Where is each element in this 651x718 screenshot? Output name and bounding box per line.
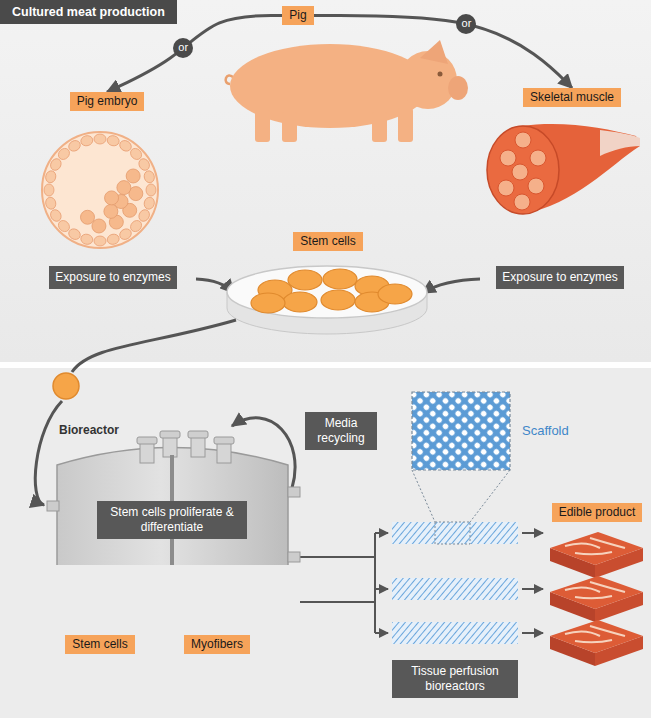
meat-slice: [550, 532, 643, 578]
port: [288, 552, 300, 562]
choice-badge: or: [456, 14, 476, 34]
process-box: Tissue perfusion bioreactors: [392, 660, 518, 698]
node-text: Stem cells proliferate & differentiate: [103, 505, 241, 535]
node-text: Tissue perfusion bioreactors: [398, 664, 512, 694]
embryo-cell: [94, 236, 106, 246]
source-label: Skeletal muscle: [523, 88, 621, 107]
part-label: Scaffold: [522, 423, 569, 438]
bioreactor-outline: [45, 415, 345, 565]
embryo-cell: [137, 157, 152, 172]
stem-cell: [378, 284, 412, 304]
inner-cell-mass: [117, 181, 131, 195]
stem-cell: [283, 292, 317, 312]
process-box: Stem cells proliferate & differentiate: [97, 501, 247, 539]
pig-embryo-figure: [42, 132, 158, 248]
pig-figure: [226, 40, 468, 142]
lid-pipe: [214, 437, 234, 444]
node-text: Myofibers: [191, 637, 243, 652]
embryo-cell: [143, 196, 156, 210]
stem-cell: [53, 373, 79, 399]
stem-cell: [323, 269, 357, 289]
node-text: Pig embryo: [77, 94, 138, 109]
embryo-cell: [94, 134, 106, 144]
embryo-cell: [44, 184, 54, 196]
node-text: Pig: [289, 8, 306, 23]
flow-arrow: [522, 533, 543, 633]
meat-slices: [550, 532, 643, 666]
lid-pipe: [163, 437, 177, 457]
embryo-cell: [49, 208, 64, 223]
embryo-cell: [44, 170, 57, 184]
flow-arrow: [107, 16, 282, 93]
embryo-cell: [80, 134, 94, 147]
title-banner: Cultured meat production: [0, 0, 177, 24]
port: [47, 501, 59, 511]
stem-cell: [288, 270, 322, 290]
process-box: Media recycling: [305, 412, 377, 450]
muscle-fascicle: [498, 180, 514, 196]
node-text: Stem cells: [300, 234, 355, 249]
bioreactor-vessel: BioreactorStem cells proliferate & diffe…: [45, 415, 300, 713]
muscle-fascicle: [512, 164, 528, 180]
muscle-fascicle: [530, 150, 546, 166]
choice-badge: or: [173, 38, 193, 58]
outflow-bracket: [300, 533, 388, 633]
embryo-cell: [106, 233, 120, 246]
stem-cell: [251, 293, 285, 313]
skeletal-muscle-figure: [487, 124, 640, 214]
lid-pipe: [137, 437, 157, 444]
node-text: Bioreactor: [59, 423, 119, 437]
vessel-body: [57, 448, 288, 566]
inner-cell-mass: [81, 210, 95, 224]
bottom-panel: [0, 368, 651, 718]
embryo-cell: [146, 184, 156, 196]
embryo-cell: [44, 196, 57, 210]
node-text: Exposure to enzymes: [55, 270, 170, 285]
muscle-fascicle: [528, 178, 544, 194]
muscle-fascicle: [514, 194, 530, 210]
product-label: Edible product: [552, 503, 643, 522]
meat-slice: [550, 620, 643, 666]
lid-pipe: [217, 443, 231, 463]
node-text: Exposure to enzymes: [502, 270, 617, 285]
inner-cell-mass: [92, 219, 106, 233]
embryo-cell: [118, 227, 133, 242]
embryo-cell: [143, 170, 156, 184]
cell-label: Stem cells: [65, 635, 134, 654]
stem-cell: [321, 290, 355, 310]
lid-pipe: [140, 443, 154, 463]
embryo-cell: [80, 233, 94, 246]
port: [288, 487, 300, 497]
node-text: Stem cells: [72, 637, 127, 652]
scaffold-detail: [412, 392, 510, 522]
lid-pipe: [188, 431, 208, 438]
flow-arrow: [422, 279, 480, 293]
top-panel: [0, 0, 651, 362]
flow-arrow: [72, 320, 236, 372]
muscle-fascicle: [500, 150, 516, 166]
source-label: Pig: [282, 6, 313, 25]
lid-pipe: [191, 437, 205, 457]
petri-dish: [227, 266, 427, 334]
inner-cell-mass: [104, 204, 118, 218]
inner-cell-mass: [105, 191, 119, 205]
source-label: Pig embryo: [70, 92, 145, 111]
lid-pipe: [160, 431, 180, 438]
process-box: Exposure to enzymes: [49, 266, 176, 289]
embryo-cell: [67, 139, 82, 154]
embryo-cell: [106, 134, 120, 147]
node-text: Media recycling: [311, 416, 371, 446]
cell-label: Stem cells: [293, 232, 362, 251]
cell-label: Myofibers: [184, 635, 250, 654]
node-text: Skeletal muscle: [530, 90, 614, 105]
node-text: Edible product: [559, 505, 636, 520]
process-box: Exposure to enzymes: [496, 266, 623, 289]
tissue-perfusion-scaffold: [392, 522, 518, 644]
inner-cell-mass: [126, 169, 140, 183]
meat-slice: [550, 576, 643, 622]
muscle-fascicle: [515, 132, 531, 148]
flow-arrow: [314, 16, 572, 89]
